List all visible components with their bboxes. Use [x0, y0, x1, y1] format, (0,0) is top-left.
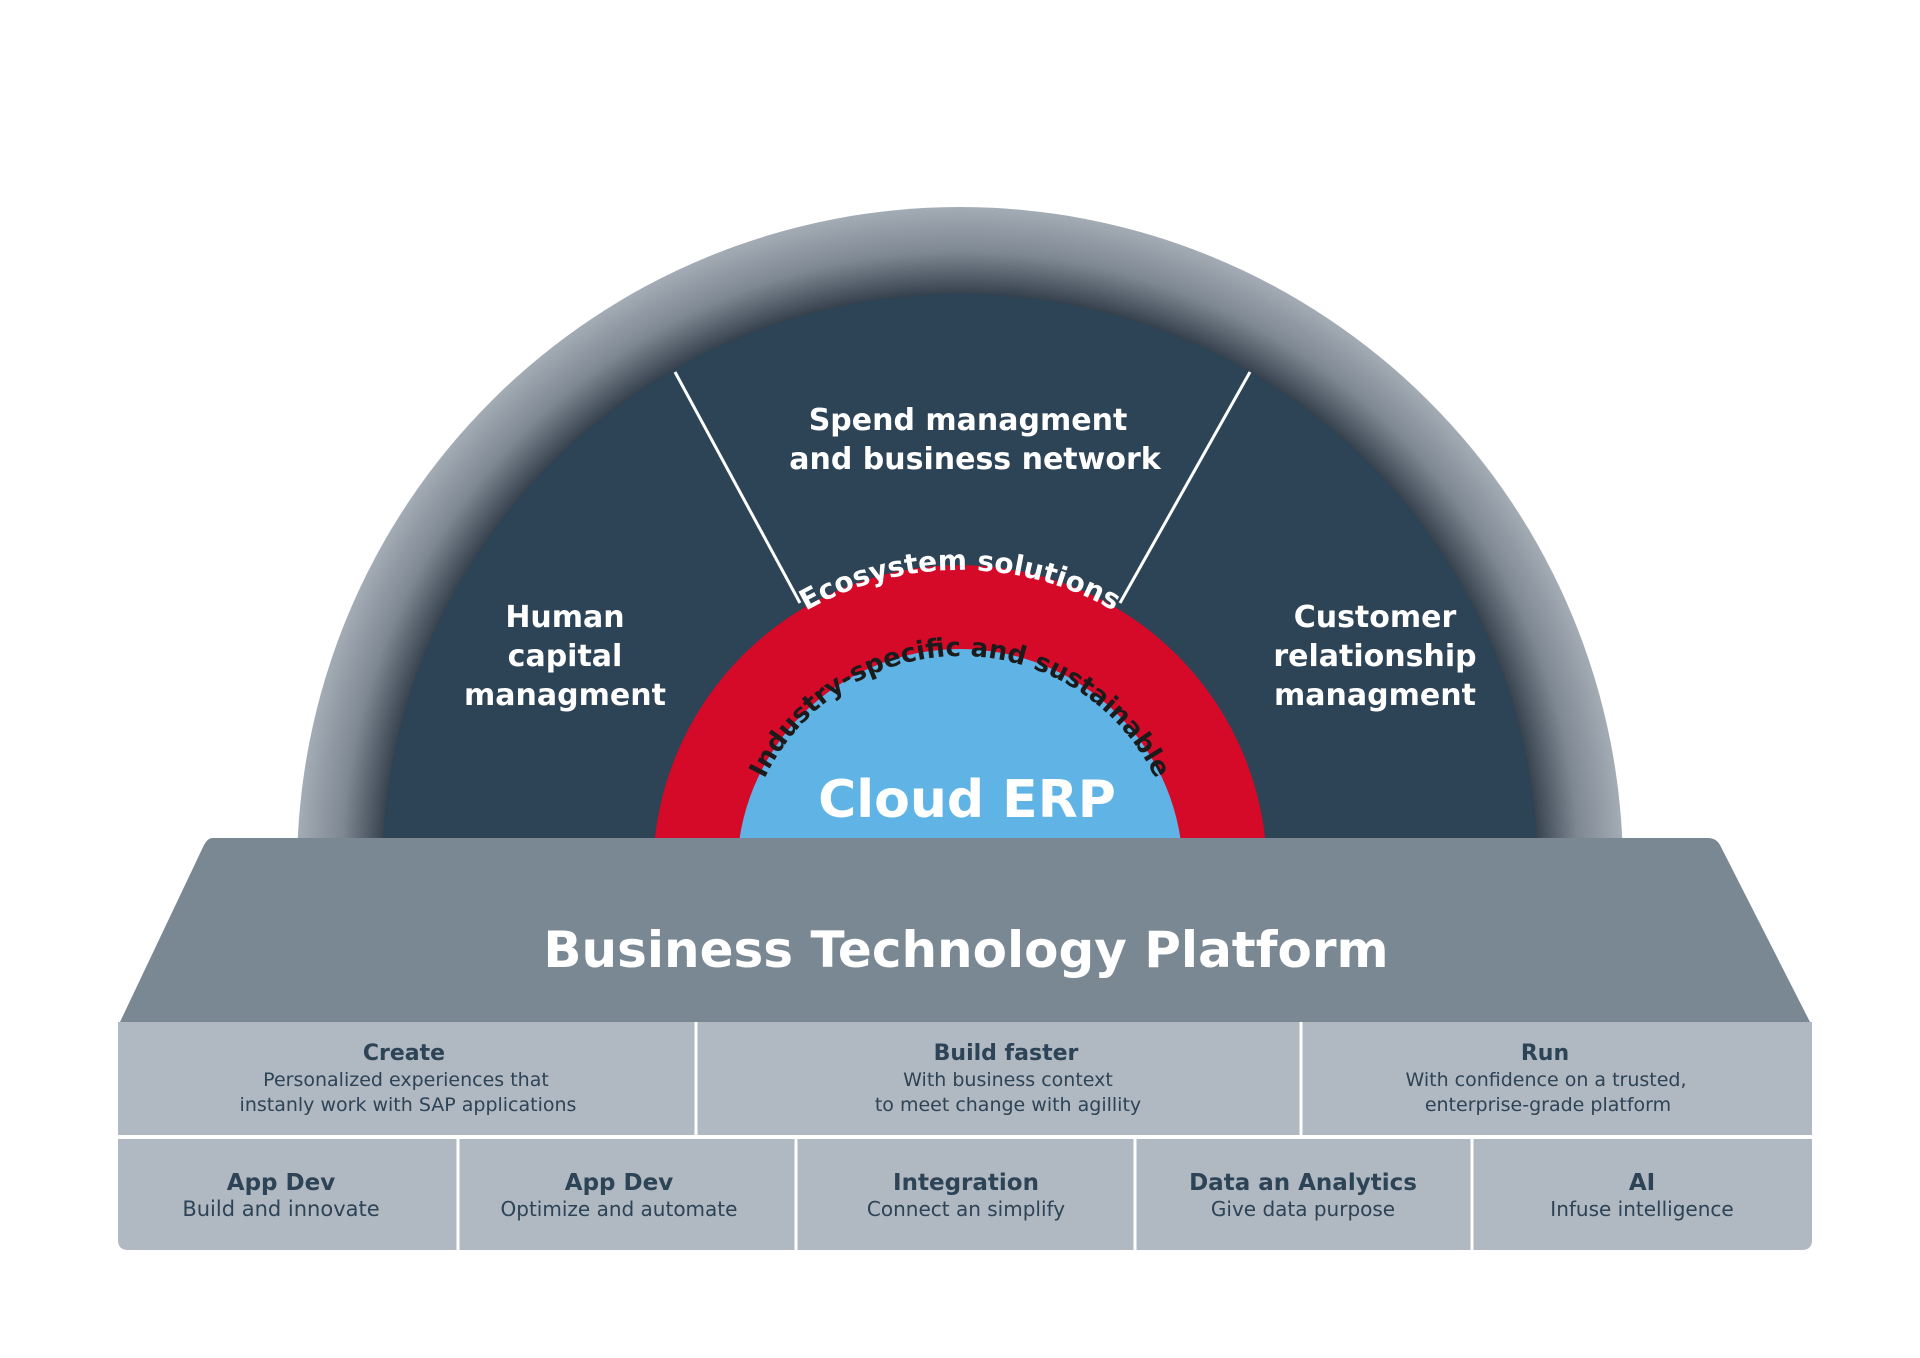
segment-spend-line1: Spend managment	[809, 403, 1128, 438]
service-subtitle: Build and innovate	[182, 1197, 379, 1221]
service-data-analytics: Data an Analytics Give data purpose	[1189, 1170, 1417, 1221]
service-title: App Dev	[227, 1170, 335, 1196]
cloud-erp-label: Cloud ERP	[818, 770, 1116, 830]
capability-line2: instanly work with SAP applications	[240, 1094, 577, 1116]
capability-line1: With confidence on a trusted,	[1405, 1069, 1686, 1091]
service-app-dev-build: App Dev Build and innovate	[182, 1170, 379, 1221]
capability-line1: With business context	[903, 1069, 1113, 1091]
capability-line2: to meet change with agillity	[875, 1094, 1141, 1116]
segment-divider-left	[673, 371, 802, 604]
capabilities-row: Create Personalized experiences that ins…	[118, 1022, 1812, 1136]
platform-slab	[120, 838, 1810, 1022]
segment-human-line3: managment	[464, 678, 666, 713]
service-subtitle: Connect an simplify	[867, 1197, 1065, 1221]
service-title: Integration	[893, 1170, 1039, 1196]
capability-title: Run	[1521, 1041, 1569, 1066]
services-band	[118, 1138, 1812, 1250]
service-subtitle: Optimize and automate	[501, 1197, 738, 1221]
service-title: App Dev	[565, 1170, 673, 1196]
capability-title: Build faster	[934, 1041, 1079, 1066]
capabilities-band	[118, 1022, 1812, 1136]
platform-title: Business Technology Platform	[543, 921, 1388, 979]
capability-line2: enterprise-grade platform	[1425, 1094, 1671, 1116]
service-integration: Integration Connect an simplify	[867, 1170, 1065, 1221]
capability-line1: Personalized experiences that	[263, 1069, 549, 1091]
capability-build-faster: Build faster With business context to me…	[875, 1041, 1141, 1116]
segment-spend: Spend managment and business network	[789, 403, 1162, 477]
service-title: Data an Analytics	[1189, 1170, 1417, 1196]
segment-customer-line1: Customer	[1294, 600, 1457, 635]
segment-customer: Customer relationship managment	[1273, 600, 1476, 713]
capability-run: Run With confidence on a trusted, enterp…	[1405, 1041, 1686, 1116]
segment-customer-line2: relationship	[1273, 639, 1476, 674]
segment-human: Human capital managment	[464, 600, 666, 713]
service-subtitle: Give data purpose	[1211, 1197, 1395, 1221]
service-subtitle: Infuse intelligence	[1550, 1197, 1733, 1221]
service-app-dev-optimize: App Dev Optimize and automate	[501, 1170, 738, 1221]
services-row: App Dev Build and innovate App Dev Optim…	[118, 1135, 1812, 1250]
platform-top-band	[212, 838, 1708, 876]
cloud-erp-core	[737, 649, 1183, 872]
segment-divider-right	[1118, 371, 1252, 604]
service-title: AI	[1629, 1170, 1655, 1196]
segment-spend-line2: and business network	[789, 442, 1162, 477]
capability-title: Create	[363, 1041, 445, 1066]
segment-human-line2: capital	[508, 639, 623, 674]
segment-customer-line3: managment	[1274, 678, 1476, 713]
segment-human-line1: Human	[505, 600, 624, 635]
service-ai: AI Infuse intelligence	[1550, 1170, 1733, 1221]
capability-create: Create Personalized experiences that ins…	[240, 1041, 577, 1116]
